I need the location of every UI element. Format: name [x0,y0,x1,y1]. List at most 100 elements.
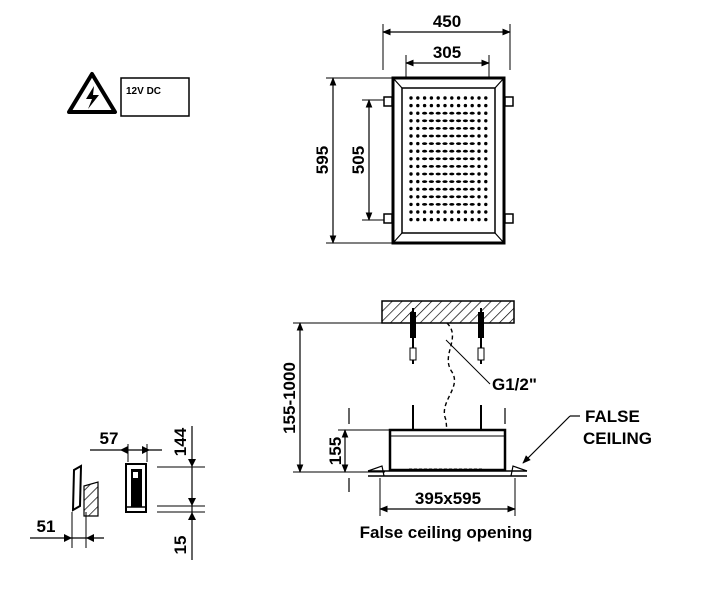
nozzle [416,217,420,222]
nozzle [409,210,413,214]
nozzle [456,217,461,222]
side-view: G1/2" 155-1000 155 FALSE CE [280,300,652,542]
nozzle [449,157,455,161]
nozzle [416,111,420,115]
nozzle [449,165,455,168]
nozzle [436,217,440,222]
nozzle [436,210,440,214]
nozzle [456,142,462,146]
nozzle [456,210,461,214]
nozzle [484,179,488,184]
nozzle [409,134,413,138]
nozzle [462,157,468,161]
nozzle [429,210,434,214]
nozzle [409,217,413,222]
nozzle [428,180,434,184]
nozzle [428,195,434,199]
nozzle [409,103,413,108]
nozzle [409,179,413,184]
nozzle [442,195,448,199]
top-view: 450 305 595 505 [313,12,514,245]
nozzle [470,103,474,108]
nozzle [456,119,462,123]
nozzle [416,187,420,191]
nozzle [462,134,468,138]
nozzle [456,180,462,184]
detail-height-label: 144 [171,427,190,456]
shower-body [388,405,507,472]
nozzle [409,172,413,176]
nozzle [435,149,441,153]
nozzle [462,187,468,191]
nozzle [449,172,455,176]
nozzle [435,126,441,130]
nozzle [450,210,454,214]
nozzle [484,103,488,108]
nozzle [442,187,448,191]
nozzle [456,134,462,138]
nozzle [477,103,481,108]
nozzle [477,164,481,169]
nozzle [462,119,468,123]
nozzle [416,126,420,131]
nozzle [435,187,441,191]
nozzle [469,172,475,176]
nozzle [443,96,447,100]
nozzle [436,103,440,108]
nozzle [462,180,468,184]
drop-range-label: 155-1000 [280,362,299,434]
nozzle [416,96,420,100]
nozzle [429,103,434,108]
nozzle [409,202,413,207]
nozzle [435,195,441,199]
nozzle [450,103,454,108]
nozzle [484,202,488,207]
nozzle [463,96,468,100]
detail-top-label: 57 [100,429,119,448]
nozzle [435,203,441,206]
voltage-warning: 12V DC [67,72,190,117]
nozzle [442,157,448,161]
nozzle [469,126,475,130]
nozzle [470,217,474,222]
nozzle [416,103,420,108]
nozzle [435,134,441,138]
nozzle [422,210,427,214]
nozzle [428,165,434,168]
connection-label: G1/2" [492,375,537,394]
inner-width-label: 305 [433,43,461,62]
nozzle [484,195,488,199]
nozzle [484,210,488,214]
nozzle [456,157,462,161]
nozzle [442,111,448,115]
nozzle [469,134,475,138]
nozzle [435,142,441,146]
nozzle [428,126,434,130]
nozzle [416,134,420,138]
opening-caption: False ceiling opening [360,523,533,542]
threaded-rod [477,308,485,364]
nozzle [484,149,488,153]
nozzle [449,180,455,184]
mounting-tab [383,96,393,107]
nozzle [442,203,448,206]
nozzle [442,180,448,184]
nozzle [416,141,420,146]
high-voltage-icon [67,72,117,114]
nozzle [462,165,468,168]
nozzle-grid [409,96,488,222]
nozzle [416,202,420,207]
false-ceiling-label-line2: CEILING [583,429,652,448]
nozzle [456,195,462,199]
nozzle [484,96,488,100]
nozzle [477,149,481,153]
nozzle [428,142,434,146]
nozzle [484,134,488,138]
nozzle [436,96,440,100]
nozzle [416,149,420,153]
nozzle [456,203,462,206]
nozzle [456,165,462,168]
nozzle [456,103,461,108]
nozzle [484,217,488,222]
